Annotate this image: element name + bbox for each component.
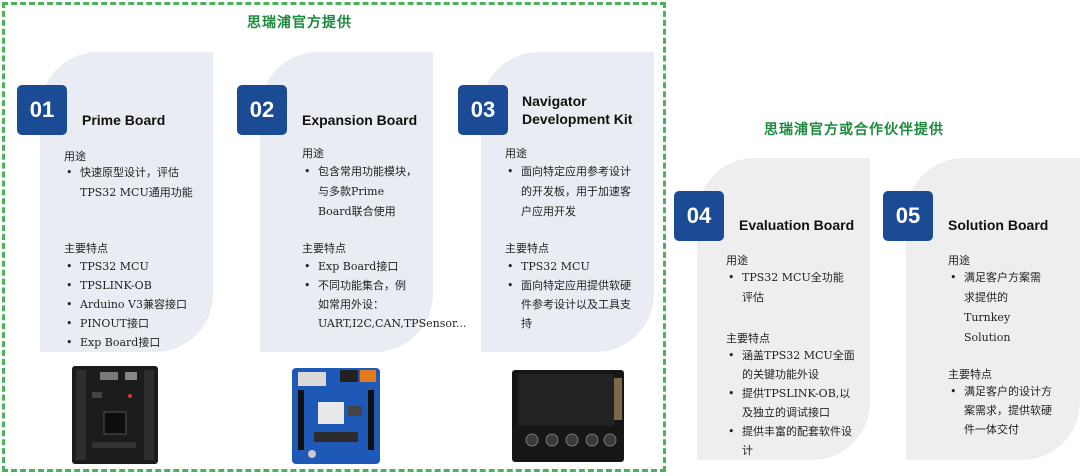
usage-label: 用途	[505, 147, 527, 160]
card-title: Prime Board	[82, 112, 166, 128]
usage-label: 用途	[726, 254, 748, 267]
card-title: Development Kit	[522, 111, 633, 127]
features-list: TPS32 MCU 面向特定应用提供软硬件参考设计以及工具支持	[505, 257, 641, 333]
card-number-badge: 05	[883, 191, 933, 241]
card-title: Expansion Board	[302, 112, 418, 128]
features-label: 主要特点	[948, 368, 992, 381]
card-number-badge: 02	[237, 85, 287, 135]
list-item: TPSLINK-OB	[64, 276, 214, 295]
usage-list: 面向特定应用参考设计的开发板，用于加速客户应用开发	[505, 162, 641, 222]
list-item: 涵盖TPS32 MCU全面的关键功能外设	[726, 346, 860, 384]
features-label: 主要特点	[302, 242, 346, 255]
list-item: 不同功能集合，例如常用外设：UART,I2C,CAN,TPSensor...	[302, 276, 467, 333]
navigator-kit-image	[512, 370, 624, 462]
card-title: Navigator	[522, 93, 587, 109]
features-list: 满足客户的设计方案需求，提供软硬件一体交付	[948, 382, 1054, 439]
list-item: 面向特定应用提供软硬件参考设计以及工具支持	[505, 276, 641, 333]
usage-list: 满足客户方案需求提供的Turnkey Solution	[948, 268, 1048, 348]
features-list: 涵盖TPS32 MCU全面的关键功能外设 提供TPSLINK-OB,以及独立的调…	[726, 346, 860, 460]
card-title: Evaluation Board	[739, 217, 855, 233]
section-title-partner: 思瑞浦官方或合作伙伴提供	[764, 122, 944, 138]
list-item: Exp Board接口	[64, 333, 214, 352]
usage-list: TPS32 MCU全功能评估	[726, 268, 852, 308]
list-item: TPS32 MCU	[505, 257, 641, 276]
list-item: 快速原型设计，评估TPS32 MCU通用功能	[64, 163, 204, 203]
card-number-badge: 01	[17, 85, 67, 135]
list-item: 满足客户的设计方案需求，提供软硬件一体交付	[948, 382, 1054, 439]
features-label: 主要特点	[505, 242, 549, 255]
features-list: Exp Board接口 不同功能集合，例如常用外设：UART,I2C,CAN,T…	[302, 257, 467, 333]
list-item: 提供TPSLINK-OB,以及独立的调试接口	[726, 384, 860, 422]
list-item: TPS32 MCU	[64, 257, 214, 276]
card-number-badge: 03	[458, 85, 508, 135]
prime-board-image	[72, 366, 158, 464]
card-title: Solution Board	[948, 217, 1049, 233]
list-item: 包含常用功能模块，与多款Prime Board联合使用	[302, 162, 420, 222]
features-list: TPS32 MCU TPSLINK-OB Arduino V3兼容接口 PINO…	[64, 257, 214, 352]
list-item: TPS32 MCU全功能评估	[726, 268, 852, 308]
usage-list: 包含常用功能模块，与多款Prime Board联合使用	[302, 162, 420, 222]
features-label: 主要特点	[64, 242, 108, 255]
section-title-official: 思瑞浦官方提供	[247, 15, 352, 31]
expansion-board-image	[292, 368, 380, 464]
usage-label: 用途	[302, 147, 324, 160]
card-number-badge: 04	[674, 191, 724, 241]
list-item: 提供丰富的配套软件设计	[726, 422, 860, 460]
list-item: PINOUT接口	[64, 314, 214, 333]
list-item: Arduino V3兼容接口	[64, 295, 214, 314]
list-item: 满足客户方案需求提供的Turnkey Solution	[948, 268, 1048, 348]
usage-label: 用途	[64, 150, 86, 163]
usage-label: 用途	[948, 254, 970, 267]
usage-list: 快速原型设计，评估TPS32 MCU通用功能	[64, 163, 204, 203]
list-item: 面向特定应用参考设计的开发板，用于加速客户应用开发	[505, 162, 641, 222]
features-label: 主要特点	[726, 332, 770, 345]
list-item: Exp Board接口	[302, 257, 412, 276]
official-section-frame	[2, 2, 666, 472]
